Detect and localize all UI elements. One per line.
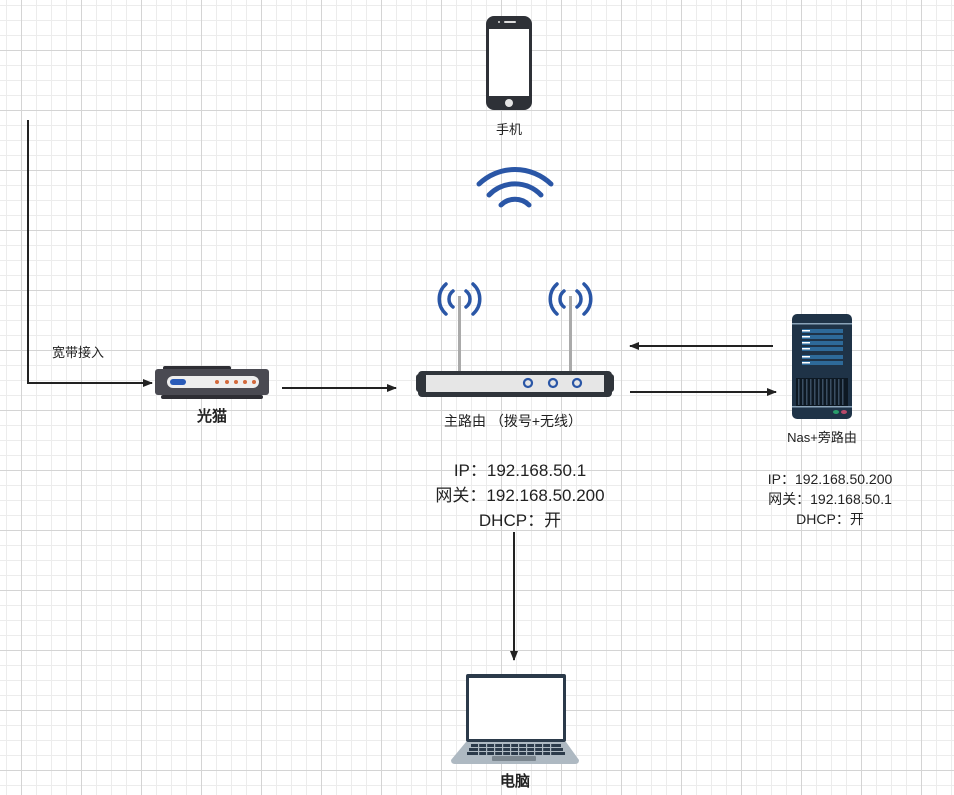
wifi-node xyxy=(475,160,555,215)
pc-node[interactable] xyxy=(451,674,579,771)
phone-label: 手机 xyxy=(495,122,522,137)
server-tower-icon xyxy=(792,314,852,419)
phone-node[interactable] xyxy=(486,16,532,115)
nas-ip: IP：192.168.50.200 xyxy=(767,471,893,487)
main-router-gateway: 网关：192.168.50.200 xyxy=(435,486,605,505)
wireless-router-icon xyxy=(416,282,614,397)
main-router-dhcp: DHCP：开 xyxy=(478,511,562,530)
optical-modem-icon xyxy=(155,366,269,399)
nas-gateway: 网关：192.168.50.1 xyxy=(768,491,892,507)
signal-icon-left xyxy=(437,282,482,316)
main-router-node[interactable] xyxy=(416,276,614,403)
modem-node[interactable] xyxy=(155,366,269,405)
laptop-icon xyxy=(451,674,579,764)
nas-info: IP：192.168.50.200 网关：192.168.50.1 DHCP：开 xyxy=(760,469,900,529)
pc-label: 电脑 xyxy=(499,773,530,790)
wifi-signal-icon xyxy=(476,167,554,208)
antenna-right xyxy=(569,296,572,378)
nas-label: Nas+旁路由 xyxy=(787,430,857,445)
main-router-ip: IP：192.168.50.1 xyxy=(453,461,587,480)
modem-label: 光猫 xyxy=(196,408,227,425)
main-router-label: 主路由 （拨号+无线） xyxy=(443,413,583,429)
nas-node[interactable] xyxy=(792,314,852,424)
broadband-label: 宽带接入 xyxy=(52,345,105,360)
antenna-left xyxy=(458,296,461,378)
smartphone-icon xyxy=(486,16,532,110)
signal-icon-right xyxy=(548,282,593,316)
edge-broadband[interactable] xyxy=(27,120,153,387)
main-router-info: IP：192.168.50.1 网关：192.168.50.200 DHCP：开 xyxy=(410,458,630,533)
nas-dhcp: DHCP：开 xyxy=(796,511,864,527)
